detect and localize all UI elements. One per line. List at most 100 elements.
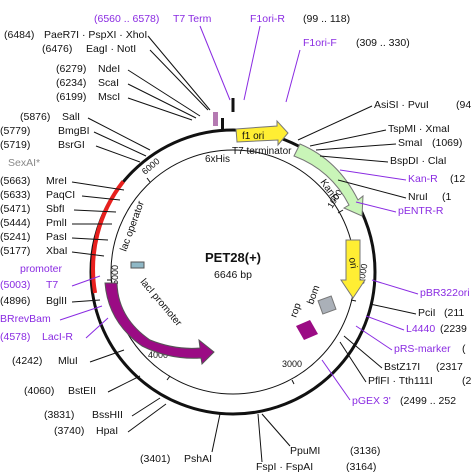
- site-pos: (3401): [140, 453, 170, 465]
- site-name: BRrevBam: [0, 313, 51, 325]
- tick-5000: 5000: [110, 265, 120, 285]
- f1ori-r-pos: (99 .. 118): [303, 13, 350, 25]
- f1ori-f-name: F1ori-F: [303, 37, 337, 49]
- site-name: NruI: [408, 191, 428, 203]
- site-pos: (6484): [4, 29, 34, 41]
- site-pos: (5471): [0, 203, 30, 215]
- site-name: PaeR7I · PspXI · XhoI: [44, 29, 147, 41]
- kanr-arrow: [293, 143, 364, 217]
- site-name: EagI · NotI: [86, 43, 136, 55]
- t7-terminator-mark: [221, 118, 224, 130]
- site-name: T7: [46, 279, 58, 291]
- ori-label: ori: [346, 257, 359, 270]
- site-name: FspI · FspAI: [256, 461, 313, 473]
- site-pos: (5719): [0, 139, 30, 151]
- site-name: Kan-R: [408, 173, 438, 185]
- laci-label: lacI: [141, 315, 160, 333]
- site-name: PshAI: [184, 453, 212, 465]
- laci-arrow: [104, 282, 215, 366]
- site-name: SbfI: [46, 203, 65, 215]
- site-pos: (3164): [346, 461, 376, 473]
- f1ori-label: f1 ori: [242, 131, 264, 142]
- site-pos: (: [462, 343, 466, 355]
- site-name: L4440: [406, 323, 435, 335]
- t7-terminator-label: T7 terminator: [232, 146, 292, 157]
- site-pos: (5241): [0, 231, 30, 243]
- left-site-labels: (6484) PaeR7I · PspXI · XhoI (6476) EagI…: [0, 29, 212, 465]
- site-pos: (1: [442, 191, 451, 203]
- site-pos: (5444): [0, 217, 30, 229]
- site-name: PflFI · Tth111I: [368, 375, 433, 387]
- highlighted-arc: [91, 180, 125, 294]
- backbone-circle: [89, 128, 377, 416]
- site-name: promoter: [20, 263, 63, 275]
- right-primer-leaders: [321, 169, 419, 401]
- site-name: BstZ17I: [384, 361, 420, 373]
- site-name: PaqCI: [46, 189, 75, 201]
- site-name: BssHII: [92, 409, 123, 421]
- top-primer-leaders: [199, 25, 301, 103]
- plasmid-length: 6646 bp: [214, 269, 252, 281]
- site-pos: (1069): [432, 137, 462, 149]
- left-leader-lines: [71, 35, 221, 453]
- site-name: MscI: [98, 91, 120, 103]
- site-name: PasI: [46, 231, 67, 243]
- scale-tick-marks: [107, 177, 357, 385]
- site-name: AsiSI · PvuI: [374, 99, 429, 111]
- site-name: PciI: [418, 307, 436, 319]
- site-pos: (5876): [20, 111, 50, 123]
- site-name: BsrGI: [58, 139, 85, 151]
- site-name: pRS-marker: [394, 343, 451, 355]
- site-pos: (6199): [56, 91, 86, 103]
- site-pos: (6234): [56, 77, 86, 89]
- site-pos: (94: [456, 99, 471, 111]
- site-pos: (5663): [0, 175, 30, 187]
- site-name: XbaI: [46, 245, 68, 257]
- site-pos: (2499 .. 252: [400, 395, 456, 407]
- site-name: pGEX 3': [352, 395, 391, 407]
- site-name: PpuMI: [290, 445, 320, 457]
- t7-term-pos: (6560 .. 6578): [94, 13, 159, 25]
- site-pos: (3136): [350, 445, 380, 457]
- ori-arrow: [340, 239, 366, 299]
- site-name: PmlI: [46, 217, 67, 229]
- right-leader-lines: [297, 105, 417, 383]
- site-pos: (6476): [42, 43, 72, 55]
- site-pos: (5779): [0, 125, 30, 137]
- site-pos: (3740): [54, 425, 84, 437]
- site-pos: (211: [444, 307, 464, 319]
- bottom-leader-lines: [257, 413, 291, 463]
- lac-operator-label: lac operator: [118, 199, 147, 253]
- left-primer-leaders: [59, 275, 109, 339]
- site-name: MluI: [58, 355, 78, 367]
- tick-3000: 3000: [282, 359, 302, 369]
- site-name: BglII: [46, 295, 67, 307]
- site-pos: (6279): [56, 63, 86, 75]
- site-name: SexAI*: [8, 157, 40, 169]
- site-name: HpaI: [96, 425, 118, 437]
- site-pos: (4060): [24, 385, 54, 397]
- site-name: BstEII: [68, 385, 96, 397]
- site-name: NdeI: [98, 63, 120, 75]
- site-pos: (4242): [12, 355, 42, 367]
- f1ori-r-name: F1ori-R: [250, 13, 285, 25]
- f1ori-arrow: [235, 119, 289, 147]
- site-pos: (5633): [0, 189, 30, 201]
- plasmid-name: PET28(+): [205, 250, 261, 265]
- site-pos: (4578): [0, 331, 30, 343]
- his-tag-mark: [213, 112, 218, 126]
- site-pos: (4896): [0, 295, 30, 307]
- rop-box: [296, 320, 318, 340]
- site-name: LacI-R: [42, 331, 73, 343]
- rop-label: rop: [288, 301, 303, 319]
- site-name: pBR322ori: [420, 287, 470, 299]
- f1ori-f-pos: (309 .. 330): [356, 37, 410, 49]
- site-name: ScaI: [98, 77, 119, 89]
- site-name: BspDI · ClaI: [390, 155, 447, 167]
- site-pos: (2239: [440, 323, 467, 335]
- site-name: BmgBI: [58, 125, 90, 137]
- site-name: SmaI: [398, 137, 423, 149]
- site-pos: (3831): [44, 409, 74, 421]
